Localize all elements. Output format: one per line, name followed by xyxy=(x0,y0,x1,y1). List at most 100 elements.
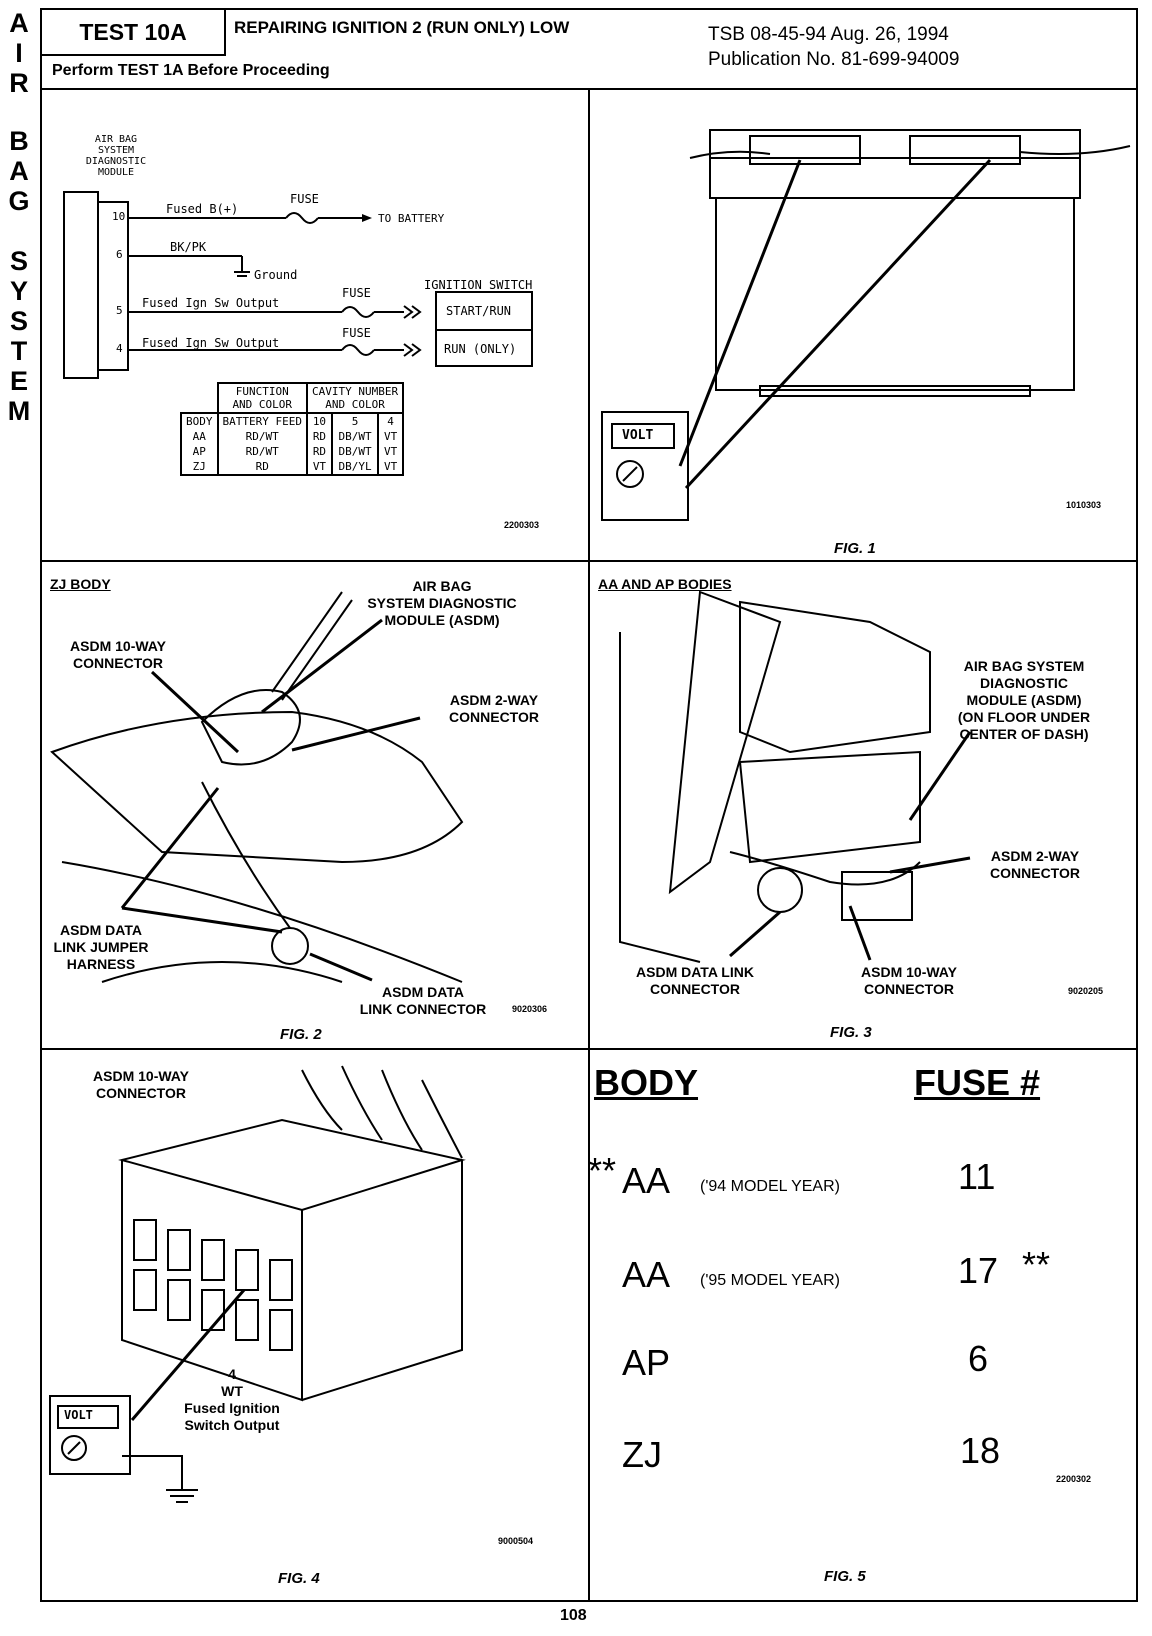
fig4-pin-label: 4 WT Fused Ignition Switch Output xyxy=(184,1366,280,1433)
fuse-table-body-header: BODY xyxy=(594,1062,699,1103)
fuse-row-3-number: 6 xyxy=(968,1338,989,1379)
fig4-panel: ASDM 10-WAY CONNECTOR VOLT 4 WT Fused Ig… xyxy=(42,1050,588,1602)
fig3-panel: AA AND AP BODIES AIR BAG SYSTEM DIAGNOST… xyxy=(590,562,1138,1048)
fig4-caption: FIG. 4 xyxy=(278,1570,320,1587)
test-label: TEST 10A xyxy=(42,10,226,56)
fig3-ten-way-label: ASDM 10-WAY CONNECTOR xyxy=(861,964,957,997)
fuse-label-1: FUSE xyxy=(290,192,319,206)
fig4-meter-label: VOLT xyxy=(64,1408,93,1422)
table-cell: BATTERY FEED xyxy=(216,412,308,429)
grid-divider-vertical xyxy=(588,88,590,1602)
fig1-caption: FIG. 1 xyxy=(834,540,876,557)
side-title-letter: G xyxy=(8,186,30,216)
side-title-letter: S xyxy=(9,306,28,336)
fig2-two-way-label: ASDM 2-WAY CONNECTOR xyxy=(449,692,539,725)
ignition-switch-label: IGNITION SWITCH xyxy=(424,278,533,292)
battery-voltmeter-illustration xyxy=(601,129,1131,521)
side-title-letter: B xyxy=(9,126,29,156)
table-cell: VT xyxy=(377,429,405,444)
table-cell: BODY xyxy=(180,412,219,429)
side-title-letter: S xyxy=(9,246,28,276)
pin-5: 5 xyxy=(116,304,123,317)
fig5-caption: FIG. 5 xyxy=(824,1568,866,1585)
fig2-asdm-label: AIR BAG SYSTEM DIAGNOSTIC MODULE (ASDM) xyxy=(367,578,517,628)
fig5-code: 2200302 xyxy=(1056,1474,1092,1484)
fuse-table-fuse-header: FUSE # xyxy=(914,1062,1041,1103)
fig2-jumper-label: ASDM DATA LINK JUMPER HARNESS xyxy=(53,922,149,972)
side-title-letter: A xyxy=(9,8,29,38)
fig3-title: AA AND AP BODIES xyxy=(598,576,732,592)
fig2-code: 9020306 xyxy=(512,1004,548,1014)
table-row: ZJ RD VT DB/YL VT xyxy=(180,459,405,476)
connector-illustration xyxy=(49,1065,466,1503)
table-row: AP RD/WT RD DB/WT VT xyxy=(180,444,405,459)
wire-4-label: Fused Ign Sw Output xyxy=(142,336,280,350)
fig2-caption: FIG. 2 xyxy=(280,1026,322,1043)
wire-color-table: FUNCTION AND COLOR CAVITY NUMBER AND COL… xyxy=(180,382,405,476)
fig4-code: 9000504 xyxy=(498,1536,534,1546)
fuse-row-2-number: 17 xyxy=(958,1250,999,1291)
fig3-data-link-label: ASDM DATA LINK CONNECTOR xyxy=(636,964,754,997)
module-label: AIR BAG SYSTEM DIAGNOSTIC MODULE xyxy=(85,134,147,178)
aa-ap-floor-illustration xyxy=(619,590,972,963)
table-cell: RD/WT xyxy=(216,429,308,444)
fig2-data-link-label: ASDM DATA LINK CONNECTOR xyxy=(359,984,487,1017)
pin-4: 4 xyxy=(116,342,123,355)
table-cell: RD xyxy=(216,459,308,476)
table-cell: VT xyxy=(377,459,405,476)
side-title-letter: M xyxy=(7,396,31,426)
run-only-label: RUN (ONLY) xyxy=(444,342,517,356)
fuse-row-4-number: 18 xyxy=(960,1430,1001,1471)
page-frame: TEST 10A REPAIRING IGNITION 2 (RUN ONLY)… xyxy=(40,8,1138,1602)
fuse-row-2-body: AA xyxy=(622,1254,671,1295)
fuse-row-3-body: AP xyxy=(622,1342,671,1383)
table-cell: 4 xyxy=(377,412,405,429)
start-run-label: START/RUN xyxy=(446,304,512,318)
table-cell: ZJ xyxy=(180,459,219,476)
wire-10-label: Fused B(+) xyxy=(166,202,239,216)
side-title-letter: E xyxy=(9,366,28,396)
tsb-info: TSB 08-45-94 Aug. 26, 1994 Publication N… xyxy=(708,22,959,72)
side-title-letter: I xyxy=(15,38,23,68)
table-cell: RD xyxy=(305,429,333,444)
fig5-panel: BODY FUSE # ** AA ('94 MODEL YEAR) 11 AA… xyxy=(588,1050,1138,1602)
test-title: REPAIRING IGNITION 2 (RUN ONLY) LOW xyxy=(234,18,570,37)
wiring-schematic xyxy=(63,191,533,379)
header: TEST 10A REPAIRING IGNITION 2 (RUN ONLY)… xyxy=(42,10,1136,90)
table-cell: VT xyxy=(305,459,333,476)
side-title-letter: T xyxy=(10,336,28,366)
table-cell: AA xyxy=(180,429,219,444)
zj-dash-illustration xyxy=(50,591,464,983)
fuse-label-3: FUSE xyxy=(342,326,371,340)
fuse-label-2: FUSE xyxy=(342,286,371,300)
fig3-asdm-label: AIR BAG SYSTEM DIAGNOSTIC MODULE (ASDM) … xyxy=(957,658,1091,742)
table-col-function: FUNCTION AND COLOR xyxy=(216,382,308,414)
side-title-letter: Y xyxy=(9,276,28,306)
fig3-code: 9020205 xyxy=(1068,986,1104,996)
table-col-cavity: CAVITY NUMBER AND COLOR xyxy=(305,382,405,414)
table-cell: RD/WT xyxy=(216,444,308,459)
grid-divider-h1 xyxy=(42,560,1136,562)
table-row: AA RD/WT RD DB/WT VT xyxy=(180,429,405,444)
perform-note: Perform TEST 1A Before Proceeding xyxy=(52,62,330,79)
side-title-letter: R xyxy=(9,68,29,98)
fig3-two-way-label: ASDM 2-WAY CONNECTOR xyxy=(990,848,1080,881)
wiring-code: 2200303 xyxy=(504,520,540,530)
table-cell: 10 xyxy=(305,412,333,429)
fig2-ten-way-label: ASDM 10-WAY CONNECTOR xyxy=(70,638,166,671)
table-cell: DB/WT xyxy=(330,429,380,444)
tsb-line: TSB 08-45-94 Aug. 26, 1994 xyxy=(708,24,949,45)
table-cell: AP xyxy=(180,444,219,459)
pin-6: 6 xyxy=(116,248,123,261)
publication-number: Publication No. 81-699-94009 xyxy=(708,49,960,70)
fuse-row-4-body: ZJ xyxy=(622,1434,662,1475)
wire-5-label: Fused Ign Sw Output xyxy=(142,296,280,310)
table-cell: DB/WT xyxy=(330,444,380,459)
fuse-row-1-body: AA xyxy=(622,1160,671,1201)
ground-label: Ground xyxy=(254,268,298,282)
fig2-panel: ZJ BODY AIR BAG SYSTEM DIAGNOSTIC MODULE… xyxy=(42,562,588,1048)
fig1-code: 1010303 xyxy=(1066,500,1102,510)
fig2-title: ZJ BODY xyxy=(50,576,111,592)
table-cell: RD xyxy=(305,444,333,459)
table-cell: DB/YL xyxy=(330,459,380,476)
